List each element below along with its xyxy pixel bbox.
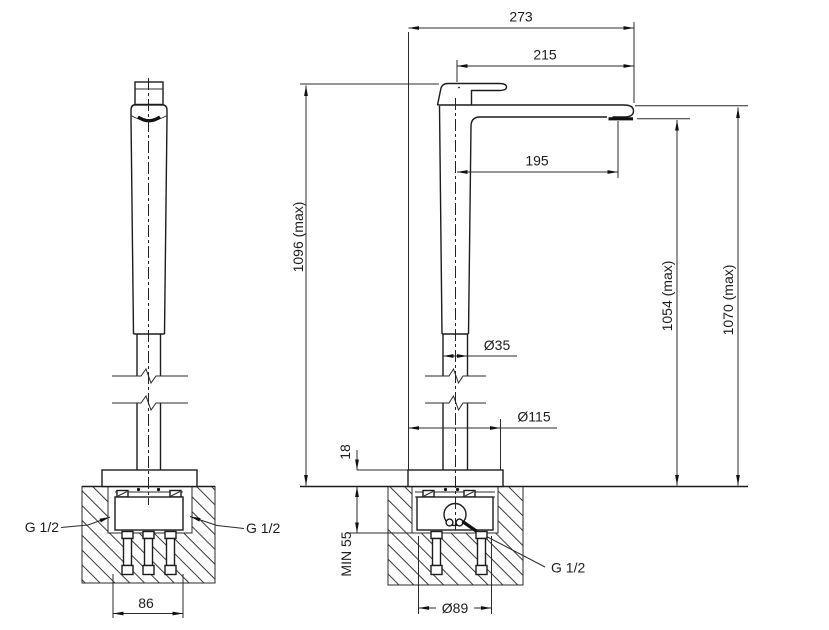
anchor-bolts-front xyxy=(121,530,177,576)
dim-1096-label: 1096 (max) xyxy=(290,202,306,273)
leader-g12-left xyxy=(60,516,111,528)
body-edge xyxy=(467,126,472,335)
base-plate-front xyxy=(101,469,198,488)
handle-pivot-dot xyxy=(458,86,460,89)
inlet-port xyxy=(445,518,454,527)
g12-left-label: G 1/2 xyxy=(25,519,59,535)
handle-side xyxy=(436,82,508,106)
detail-handle xyxy=(461,520,478,533)
break-line xyxy=(112,367,188,385)
fixing-lug-tick xyxy=(464,491,475,497)
dim-35-label: Ø35 xyxy=(484,337,511,353)
body-edge xyxy=(130,117,135,335)
bolt-dot xyxy=(156,487,161,492)
bolt-dot xyxy=(136,487,141,492)
dim-89-label: Ø89 xyxy=(442,600,469,616)
dim-1070-label: 1070 (max) xyxy=(720,265,736,336)
break-line xyxy=(112,394,188,412)
fixing-lug-tick xyxy=(170,491,181,497)
dim-273-label: 273 xyxy=(509,9,533,25)
fixing-lug-tick xyxy=(423,491,434,497)
bolt-dot xyxy=(443,487,448,492)
leader-g12-right xyxy=(189,516,245,529)
dim-215-label: 215 xyxy=(533,47,557,63)
dim-min55-label: MIN 55 xyxy=(338,531,354,576)
bolt-dot xyxy=(455,487,460,492)
g12-side-label: G 1/2 xyxy=(551,560,585,576)
dim-86-label: 86 xyxy=(138,595,154,611)
body-edge xyxy=(163,117,168,335)
dim-195-label: 195 xyxy=(525,153,549,169)
floor-recess-side xyxy=(411,486,499,534)
floor-hatch-side xyxy=(388,486,523,585)
leader-g12-side xyxy=(476,531,546,568)
front-view: G 1/2 G 1/2 86 xyxy=(25,78,280,618)
side-view: G 1/2 xyxy=(290,9,748,616)
body-edge xyxy=(438,105,443,335)
spout-side xyxy=(437,104,635,118)
anchor-bolts-side xyxy=(430,530,488,576)
fixing-lug-tick xyxy=(117,491,128,497)
dim-18-label: 18 xyxy=(337,444,353,460)
dim-115-label: Ø115 xyxy=(517,409,550,425)
g12-right-label: G 1/2 xyxy=(246,520,280,536)
dim-1054-label: 1054 (max) xyxy=(659,261,675,332)
spout-underside-side xyxy=(470,116,607,127)
